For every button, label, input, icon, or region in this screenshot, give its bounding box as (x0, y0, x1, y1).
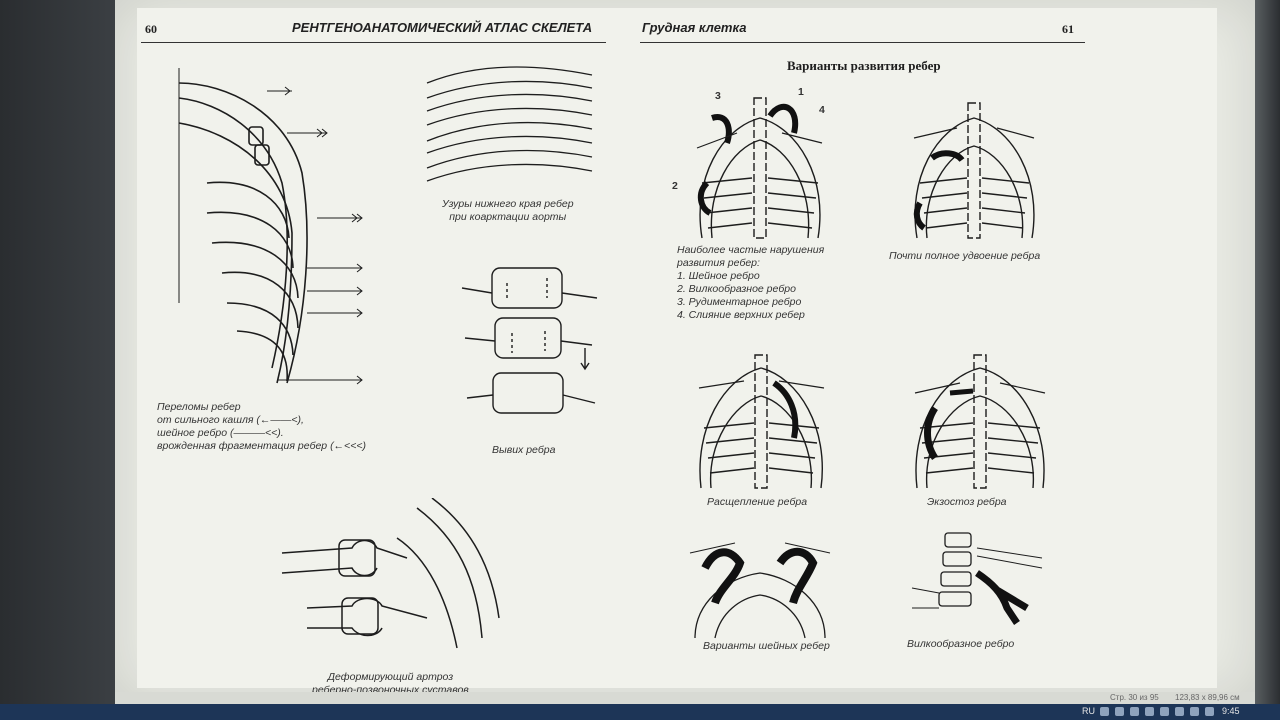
usury-caption: Узуры нижнего края ребер при коарктации … (442, 198, 574, 224)
forked-rib-drawing (907, 528, 1047, 638)
tray-app-icon[interactable] (1145, 707, 1154, 716)
callout-2: 2 (672, 180, 678, 192)
book-spread: 60 РЕНТГЕНОАНАТОМИЧЕСКИЙ АТЛАС СКЕЛЕТА Г… (137, 8, 1217, 696)
network-icon[interactable] (1160, 707, 1169, 716)
cervical-variants-drawing (685, 533, 835, 643)
notification-icon[interactable] (1205, 707, 1214, 716)
fractures-caption-line: от сильного кашля (←——<), (157, 414, 304, 426)
page-indicator[interactable]: Стр. 30 из 95 (1110, 693, 1159, 702)
anomaly-list-item: 2. Вилкообразное ребро (677, 283, 796, 295)
arthrosis-drawing (277, 498, 507, 663)
anomalies-caption: Наиболее частые нарушения развития ребер… (677, 244, 824, 322)
volume-icon[interactable] (1175, 707, 1184, 716)
tray-app-icon[interactable] (1130, 707, 1139, 716)
usury-caption-line: при коарктации аорты (449, 211, 567, 223)
callout-3: 3 (715, 90, 721, 102)
desk-left-edge (0, 0, 115, 720)
usury-caption-line: Узуры нижнего края ребер (442, 198, 574, 210)
exostosis-chest-drawing (905, 353, 1055, 493)
viewer-status-bar: Стр. 30 из 95 123,83 x 89,96 см (115, 692, 1255, 704)
forked-rib-caption: Вилкообразное ребро (907, 638, 1015, 650)
splitting-caption: Расщепление ребра (707, 496, 808, 508)
anomaly-list-item: 3. Рудиментарное ребро (677, 296, 802, 308)
desk-right-edge (1255, 0, 1280, 720)
clock[interactable]: 9:45 (1222, 706, 1240, 716)
splitting-chest-drawing (689, 353, 834, 493)
left-header-rule (141, 42, 606, 43)
fractures-caption-line: шейное ребро (———<<). (157, 427, 284, 439)
anomalies-intro-line: развития ребер: (677, 257, 760, 269)
fractures-caption: Переломы ребер от сильного кашля (←——<),… (157, 401, 366, 453)
exostosis-caption: Экзостоз ребра (927, 496, 1007, 508)
anomalies-intro-line: Наиболее частые нарушения (677, 244, 825, 256)
tray-app-icon[interactable] (1100, 707, 1109, 716)
right-page-header: Грудная клетка (642, 20, 747, 35)
taskbar: RU 9:45 (0, 704, 1280, 720)
callout-1: 1 (798, 86, 804, 98)
fractures-caption-line: Переломы ребер (157, 401, 241, 413)
rib-fractures-drawing (167, 63, 377, 398)
battery-icon[interactable] (1190, 707, 1199, 716)
arthrosis-caption-line: Деформирующий артроз (327, 671, 454, 683)
cervical-variants-caption: Варианты шейных ребер (703, 640, 830, 652)
left-page-header: РЕНТГЕНОАНАТОМИЧЕСКИЙ АТЛАС СКЕЛЕТА (292, 20, 593, 35)
fractures-caption-line: врожденная фрагментация ребер (←<<<) (157, 440, 366, 452)
anomaly-list-item: 1. Шейное ребро (677, 270, 760, 282)
doubling-chest-drawing (902, 98, 1047, 243)
callout-4: 4 (819, 104, 825, 116)
rib-usury-drawing (422, 63, 597, 193)
dislocation-caption: Вывих ребра (492, 444, 556, 456)
rib-dislocation-drawing (457, 263, 602, 428)
left-page-number: 60 (145, 22, 157, 36)
anomaly-list-item: 4. Слияние верхних ребер (677, 309, 805, 321)
rib-variants-title: Варианты развития ребер (787, 58, 941, 73)
right-header-rule (640, 42, 1085, 43)
doubling-caption: Почти полное удвоение ребра (889, 250, 1041, 262)
tray-app-icon[interactable] (1115, 707, 1124, 716)
document-viewport[interactable]: 60 РЕНТГЕНОАНАТОМИЧЕСКИЙ АТЛАС СКЕЛЕТА Г… (115, 0, 1255, 700)
language-indicator[interactable]: RU (1082, 706, 1095, 716)
right-page-number: 61 (1062, 22, 1074, 36)
anomalies-chest-drawing (682, 88, 837, 243)
page-size-indicator: 123,83 x 89,96 см (1175, 693, 1240, 702)
